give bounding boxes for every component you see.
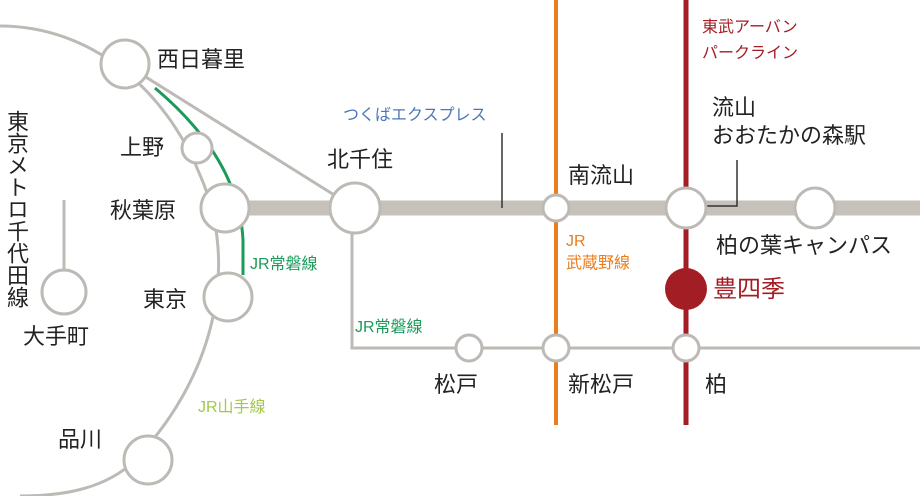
station-marker-ueno[interactable] (180, 131, 214, 165)
station-label-kashiwanoha-campus: 柏の葉キャンパス (716, 234, 893, 259)
station-marker-shinmatsudo[interactable] (541, 333, 571, 363)
yamanote-line (0, 24, 221, 496)
station-marker-minaminagareyama[interactable] (541, 193, 571, 223)
line-label-tsukuba-express: つくばエクスプレス (343, 107, 487, 124)
line-label-tobu-urban-2: パークライン (702, 45, 799, 62)
joban-line-lower (350, 208, 920, 350)
line-label-chiyoda: 東京メトロ千代田線 (3, 110, 28, 308)
chiyoda-line (124, 62, 356, 210)
line-label-musashino-jr: JR (566, 233, 586, 250)
station-marker-kashiwa[interactable] (671, 333, 701, 363)
station-label-nishinippori: 西日暮里 (157, 48, 246, 73)
station-label-nagareyama: 流山 (712, 96, 757, 121)
line-label-musashino-name: 武蔵野線 (566, 255, 631, 272)
line-label-joban-upper: JR常磐線 (250, 256, 318, 273)
station-label-toyoshiki: 豊四季 (713, 275, 785, 303)
station-label-otemachi: 大手町 (23, 325, 90, 350)
station-marker-nishinippori[interactable] (99, 38, 151, 90)
station-marker-otemachi[interactable] (40, 268, 88, 316)
station-marker-toyoshiki[interactable] (665, 268, 707, 310)
station-label-otakanomori: おおたかの森駅 (712, 124, 867, 149)
station-marker-kashiwanoha-campus[interactable] (793, 186, 837, 230)
station-label-tokyo: 東京 (143, 288, 188, 313)
station-label-minaminagareyama: 南流山 (568, 164, 635, 189)
joban-line-green (154, 86, 245, 275)
station-marker-kitasenju[interactable] (328, 181, 382, 235)
line-label-tobu-urban-1: 東武アーバン (702, 19, 798, 36)
station-marker-nagareyama-otakanomori[interactable] (664, 186, 708, 230)
station-marker-shinagawa[interactable] (122, 434, 174, 486)
line-label-joban-lower: JR常磐線 (355, 319, 423, 336)
station-marker-matsudo[interactable] (454, 333, 484, 363)
station-label-akihabara: 秋葉原 (110, 199, 177, 224)
line-label-yamanote: JR山手線 (198, 399, 266, 416)
station-label-matsudo: 松戸 (434, 373, 479, 398)
station-label-shinmatsudo: 新松戸 (568, 373, 635, 398)
station-label-shinagawa: 品川 (58, 428, 103, 453)
station-label-ueno: 上野 (120, 136, 165, 161)
station-label-kashiwa: 柏 (705, 373, 728, 398)
station-label-kitasenju: 北千住 (327, 148, 394, 173)
station-marker-tokyo[interactable] (202, 271, 254, 323)
station-marker-akihabara[interactable] (199, 182, 251, 234)
otakanomori-label-leader (706, 160, 738, 207)
